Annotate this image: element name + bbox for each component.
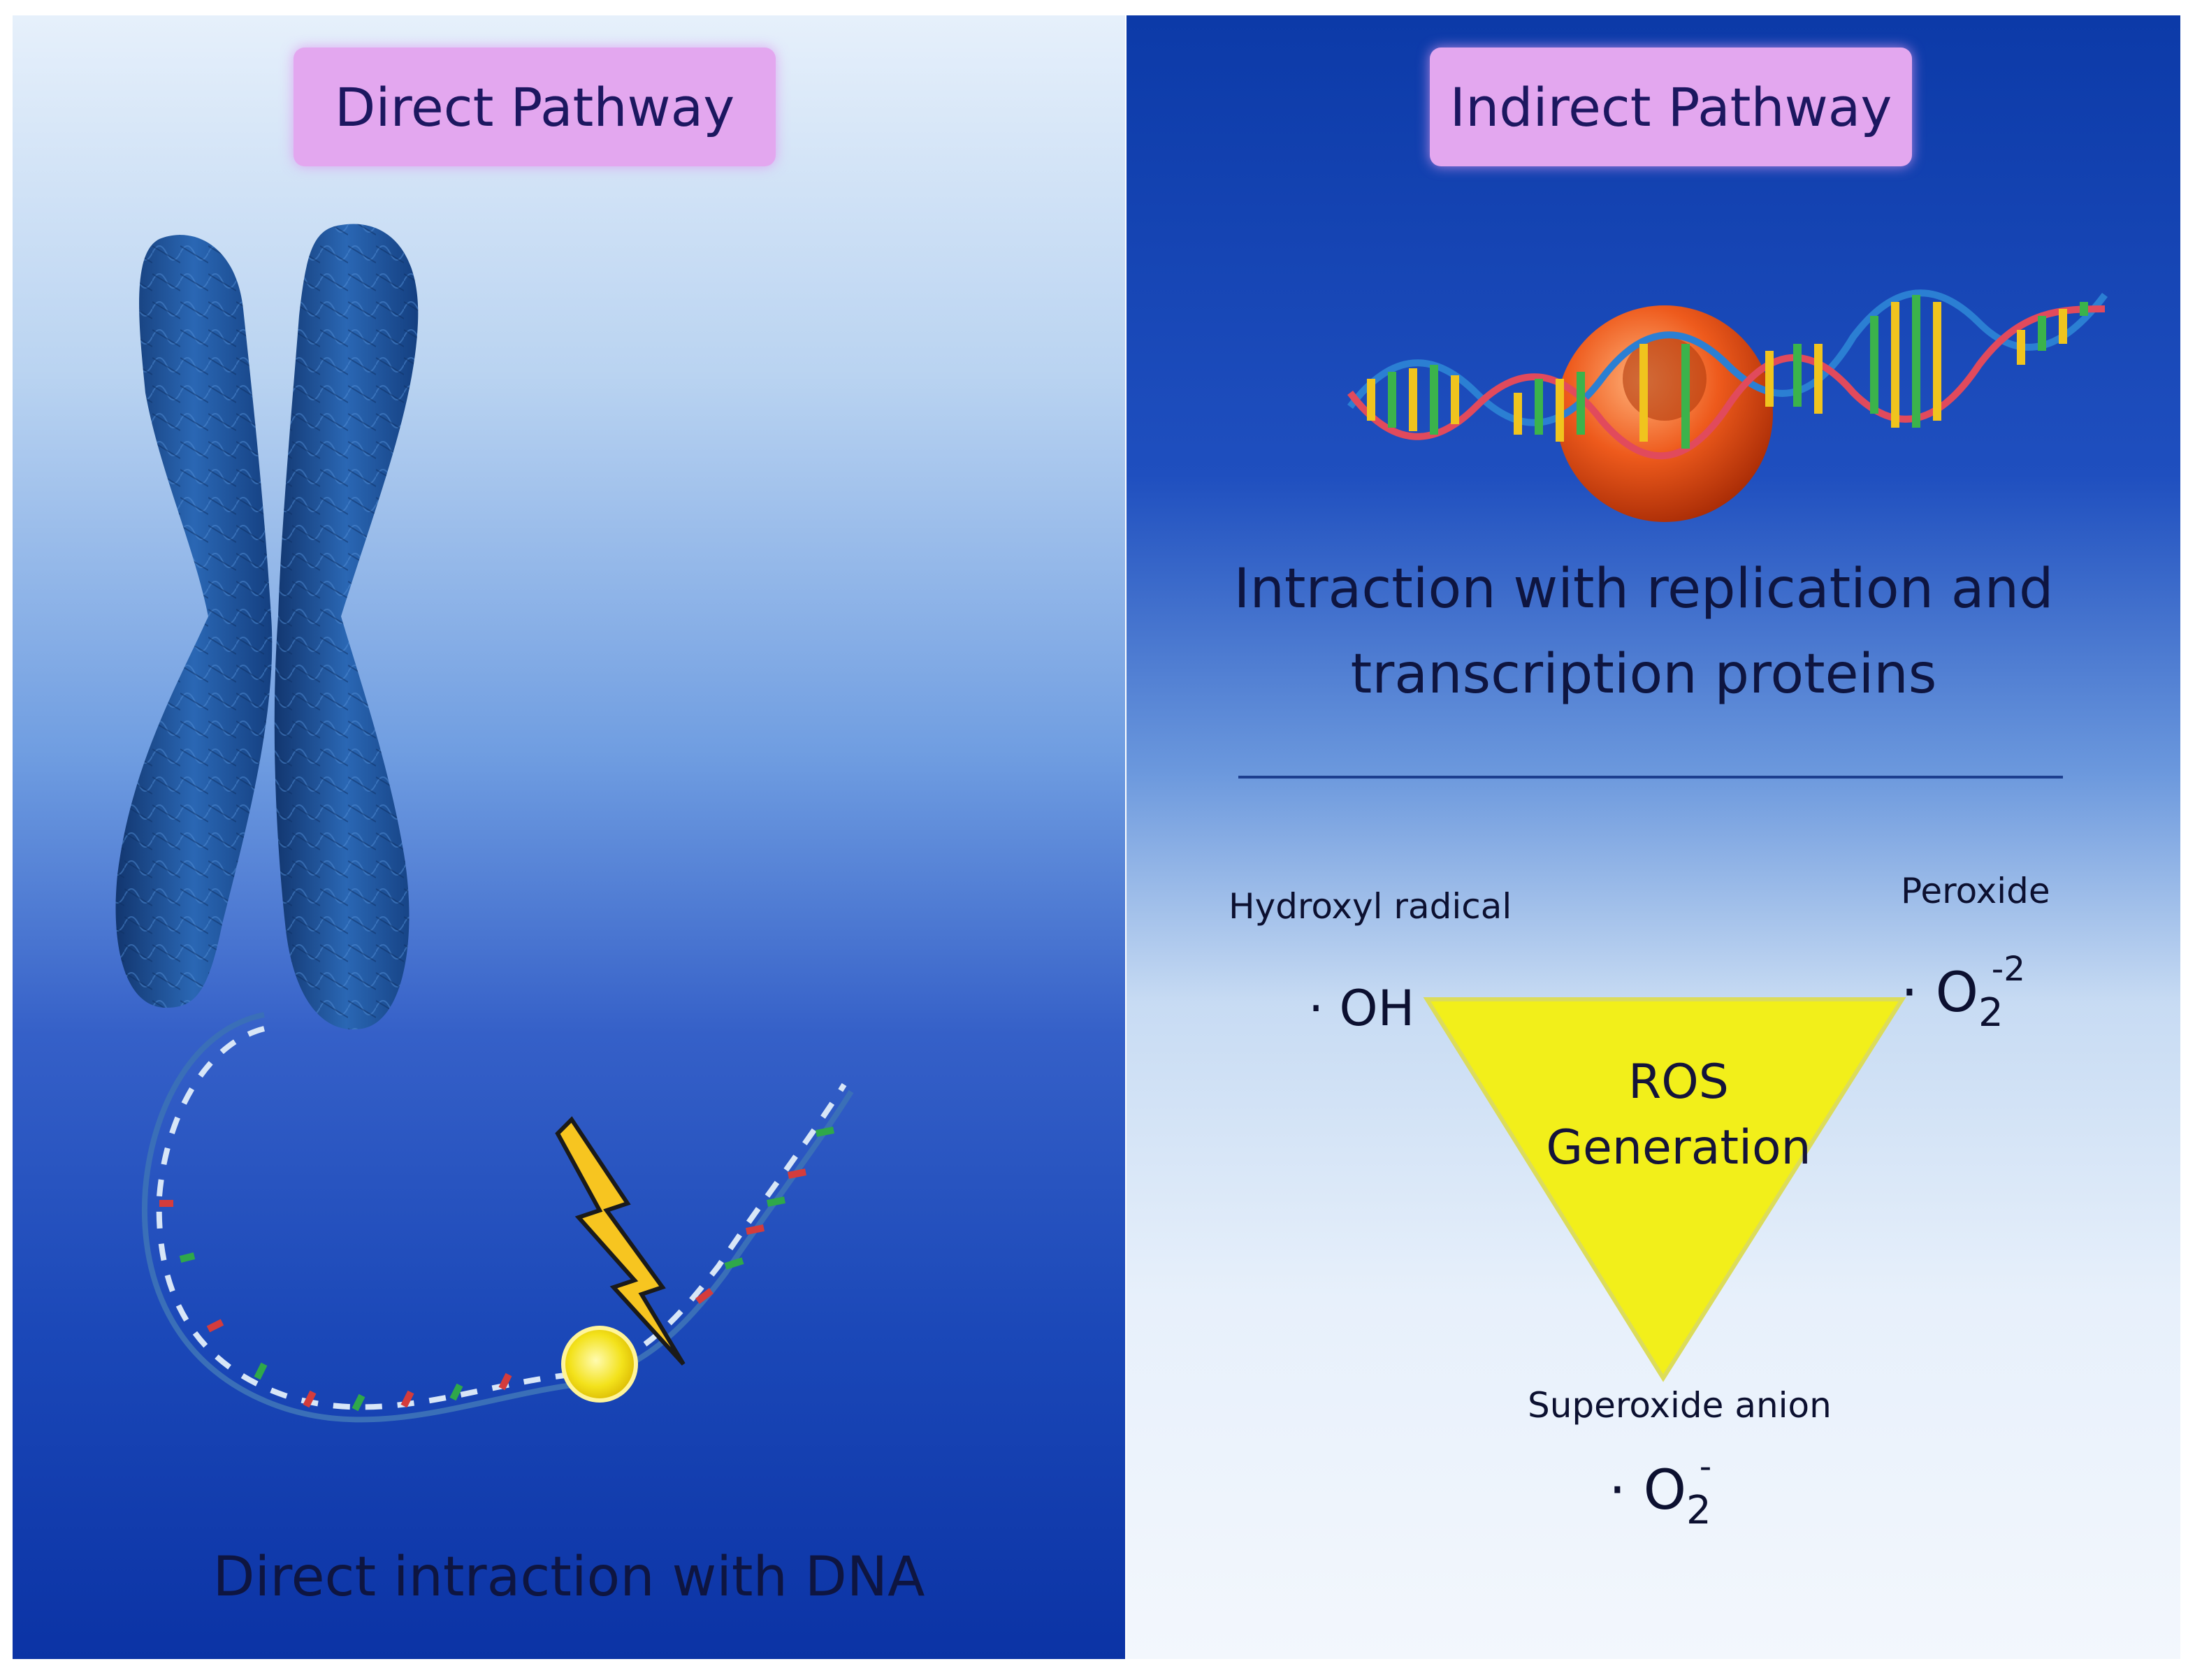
indirect-pathway-title: Indirect Pathway — [1430, 48, 1912, 166]
superoxide-superscript: - — [1699, 1447, 1712, 1487]
particle-icon — [561, 1326, 638, 1403]
direct-pathway-title: Direct Pathway — [294, 48, 776, 166]
superoxide-anion-label: Superoxide anion — [1528, 1385, 1832, 1426]
chromosome-dna-illustration — [115, 224, 854, 1423]
hydroxyl-formula: · OH — [1308, 980, 1415, 1037]
superoxide-formula: · O2- — [1609, 1447, 1711, 1533]
chromosome-icon — [115, 224, 419, 1030]
superoxide-subscript: 2 — [1686, 1488, 1711, 1534]
peroxide-subscript: 2 — [1978, 990, 2004, 1036]
dna-strand-icon — [142, 1012, 854, 1423]
peroxide-formula: · O2-2 — [1901, 950, 2025, 1036]
direct-pathway-panel: Direct Pathway — [13, 15, 1125, 1659]
ros-triangle — [1423, 997, 1906, 1382]
lightning-bolt-icon — [555, 1116, 686, 1366]
indirect-pathway-caption: Intraction with replication and transcri… — [1233, 558, 2054, 706]
hydroxyl-radical-label: Hydroxyl radical — [1229, 886, 1512, 927]
indirect-pathway-panel: Indirect Pathway Intraction with replica… — [1127, 15, 2180, 1659]
peroxide-formula-base: · O — [1901, 962, 1978, 1024]
section-divider — [1238, 776, 2063, 779]
peroxide-superscript: -2 — [1991, 950, 2026, 990]
peroxide-label: Peroxide — [1901, 871, 2050, 911]
dna-helix-icon — [1347, 289, 2108, 460]
direct-pathway-caption: Direct intraction with DNA — [212, 1546, 925, 1609]
superoxide-formula-base: · O — [1609, 1459, 1686, 1522]
protein-dna-illustration — [1347, 289, 2108, 1382]
